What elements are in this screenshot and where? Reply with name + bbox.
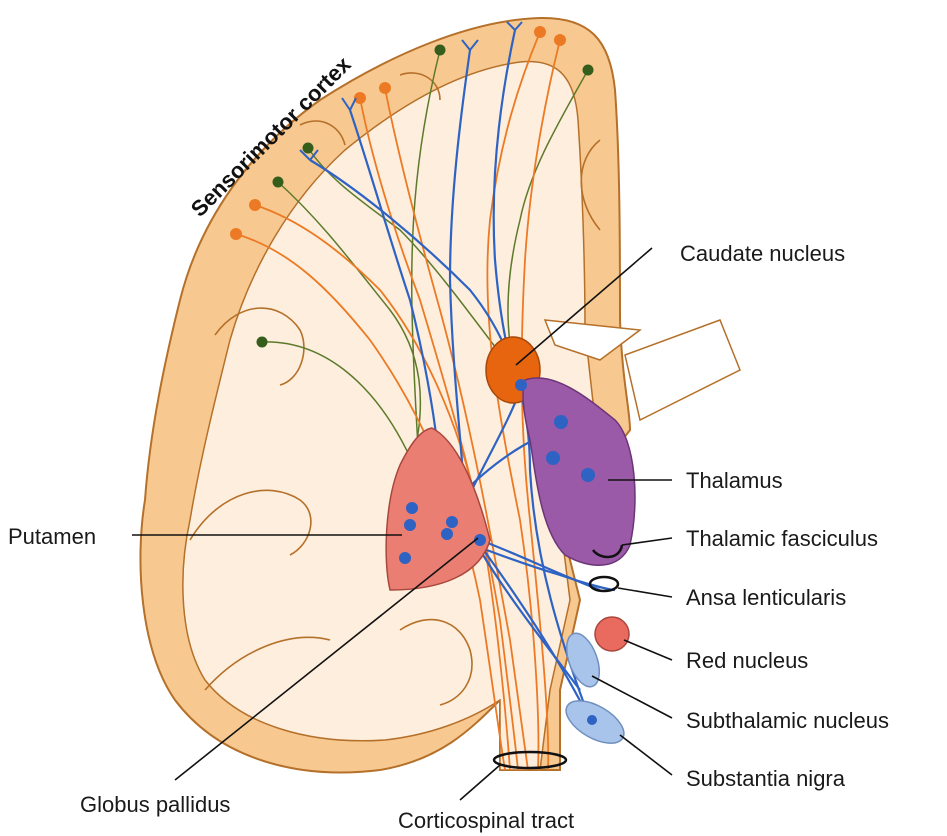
- leader-substantia-nigra: [620, 735, 672, 775]
- red-nucleus: [595, 617, 629, 651]
- subthalamic-nucleus-label: Subthalamic nucleus: [686, 708, 889, 733]
- substantia-nigra-label: Substantia nigra: [686, 766, 846, 791]
- red-nucleus-label: Red nucleus: [686, 648, 808, 673]
- ansa-lenticularis-label: Ansa lenticularis: [686, 585, 846, 610]
- globus-pallidus-label: Globus pallidus: [80, 792, 230, 817]
- putamen-label: Putamen: [8, 524, 96, 549]
- leader-corticospinal: [460, 765, 500, 800]
- third-ventricle: [625, 320, 740, 420]
- caudate-nucleus-label: Caudate nucleus: [680, 241, 845, 266]
- leader-ansa: [618, 588, 672, 597]
- thalamus-label: Thalamus: [686, 468, 783, 493]
- leader-red-nucleus: [624, 640, 672, 660]
- corticospinal-tract-label: Corticospinal tract: [398, 808, 574, 833]
- thalamic-fasciculus-label: Thalamic fasciculus: [686, 526, 878, 551]
